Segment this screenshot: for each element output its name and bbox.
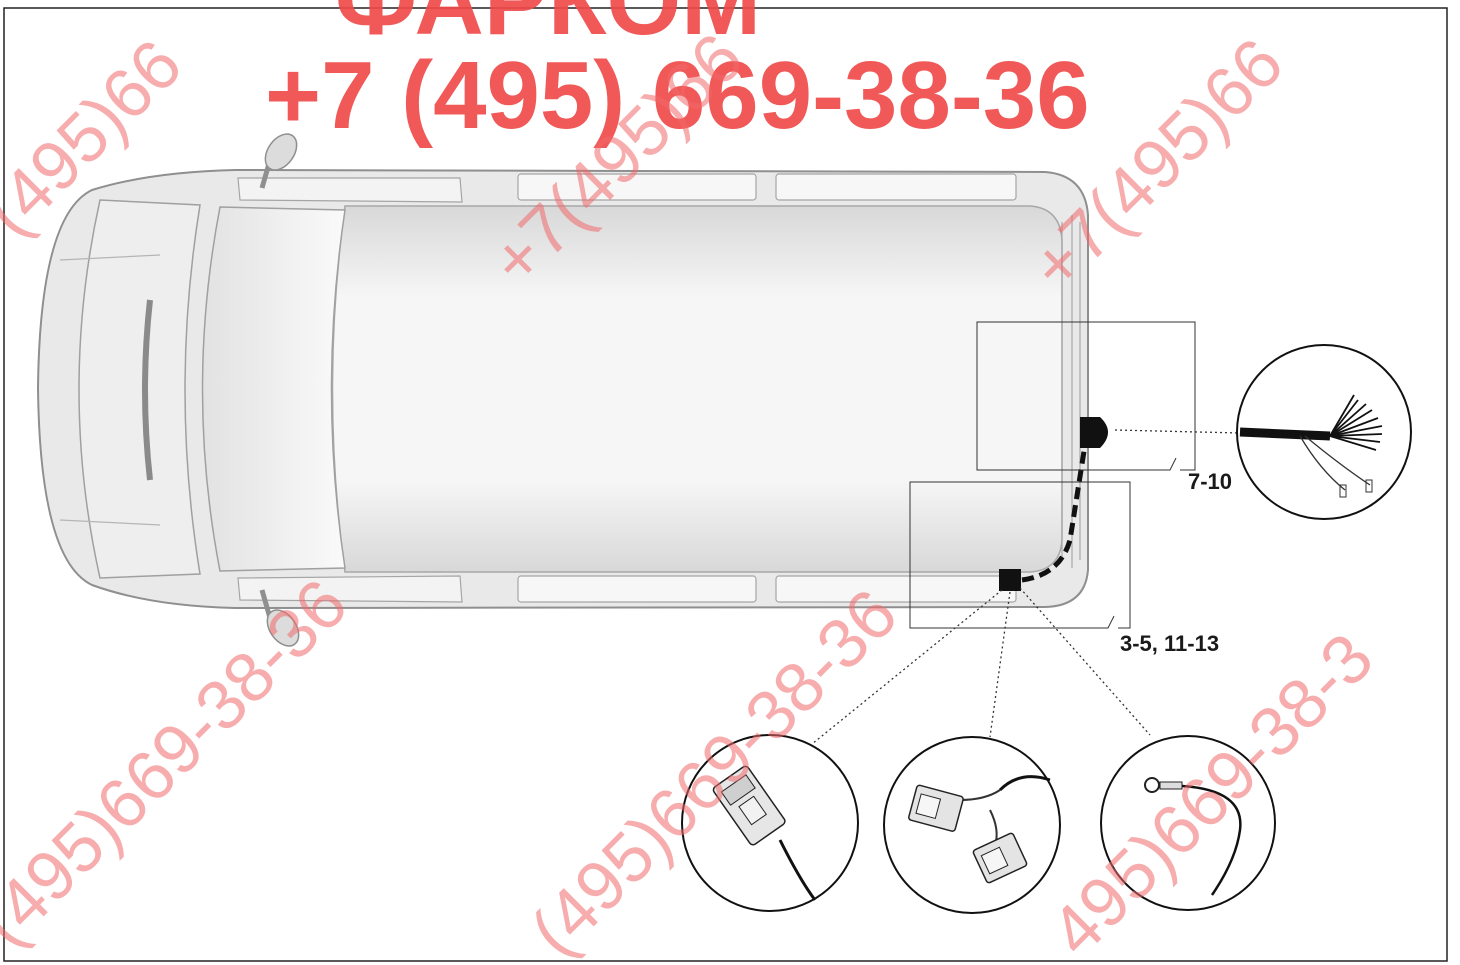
ground-ring-detail [1100, 735, 1276, 911]
wiring-harness [1021, 444, 1088, 583]
van-top-view [36, 133, 1089, 647]
callout-label-rear: 7-10 [1188, 469, 1232, 494]
callout-frame-side [909, 481, 1131, 629]
mirror-right [259, 589, 300, 647]
leader-wire-bundle [1114, 429, 1241, 434]
tow-socket [1080, 417, 1108, 448]
roof-rail-right-rear [775, 575, 1017, 603]
roof-rail-left-rear [775, 173, 1017, 201]
leader-plug [811, 589, 1003, 745]
leader-adapter [989, 591, 1011, 738]
watermark-phone: +7 (495) 669-38-36 [265, 42, 1090, 149]
hood [78, 199, 201, 579]
watermark-brand: ФАРКОМ [335, 0, 761, 55]
drawing-frame [3, 7, 1448, 962]
mirror-left [259, 133, 298, 189]
windshield [201, 206, 346, 572]
roof-rail-right-front [517, 575, 757, 603]
callout-label-side: 3-5, 11-13 [1120, 631, 1219, 656]
roof-rail-left-front [517, 173, 757, 201]
rear-doors [1061, 215, 1081, 568]
harness-module [999, 569, 1021, 591]
watermark-fragment-5: (495)669-38-36 [515, 574, 911, 965]
roof-panel [331, 205, 1063, 573]
plug-connector-detail [681, 734, 859, 912]
watermark-fragment-6: 495)669-38-3 [1035, 618, 1387, 965]
callout-frame-rear [976, 321, 1196, 471]
wiper-area [142, 299, 153, 481]
adapter-connector-detail [883, 736, 1061, 914]
wiring [811, 321, 1241, 745]
wire-bundle-detail [1236, 344, 1412, 520]
watermark-fragment-4: (495)669-38-36 [0, 564, 362, 960]
